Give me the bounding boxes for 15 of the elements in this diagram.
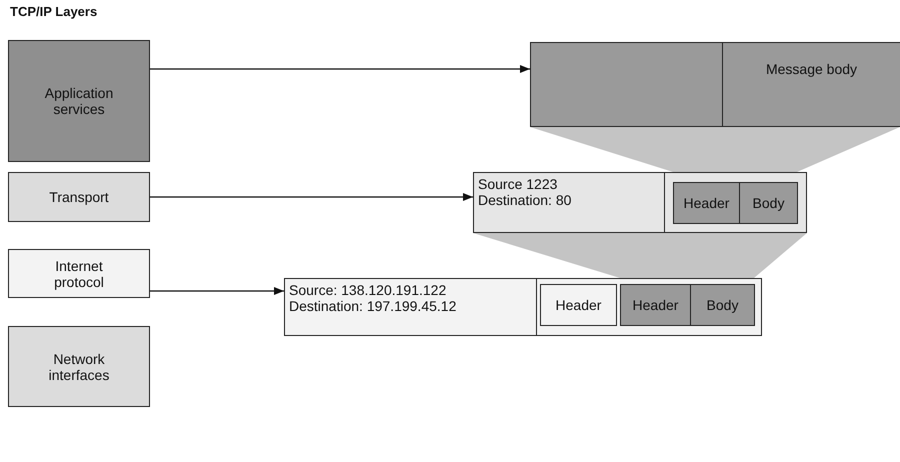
packet-box [530,42,900,127]
arrow [150,287,284,295]
layer-box: Internet protocol [8,249,150,298]
expansion-funnel [530,127,900,172]
payload-cell: Message body [722,42,900,127]
arrow [150,65,530,73]
packet-box [284,278,762,336]
header-cell: Header [540,284,617,326]
arrow [150,193,473,201]
layer-box: Transport [8,172,150,222]
layer-box: Application services [8,40,150,162]
diagram-title: TCP/IP Layers [10,4,98,19]
packet-box [473,172,807,233]
expansion-funnel [473,233,807,278]
layer-box: Network interfaces [8,326,150,407]
